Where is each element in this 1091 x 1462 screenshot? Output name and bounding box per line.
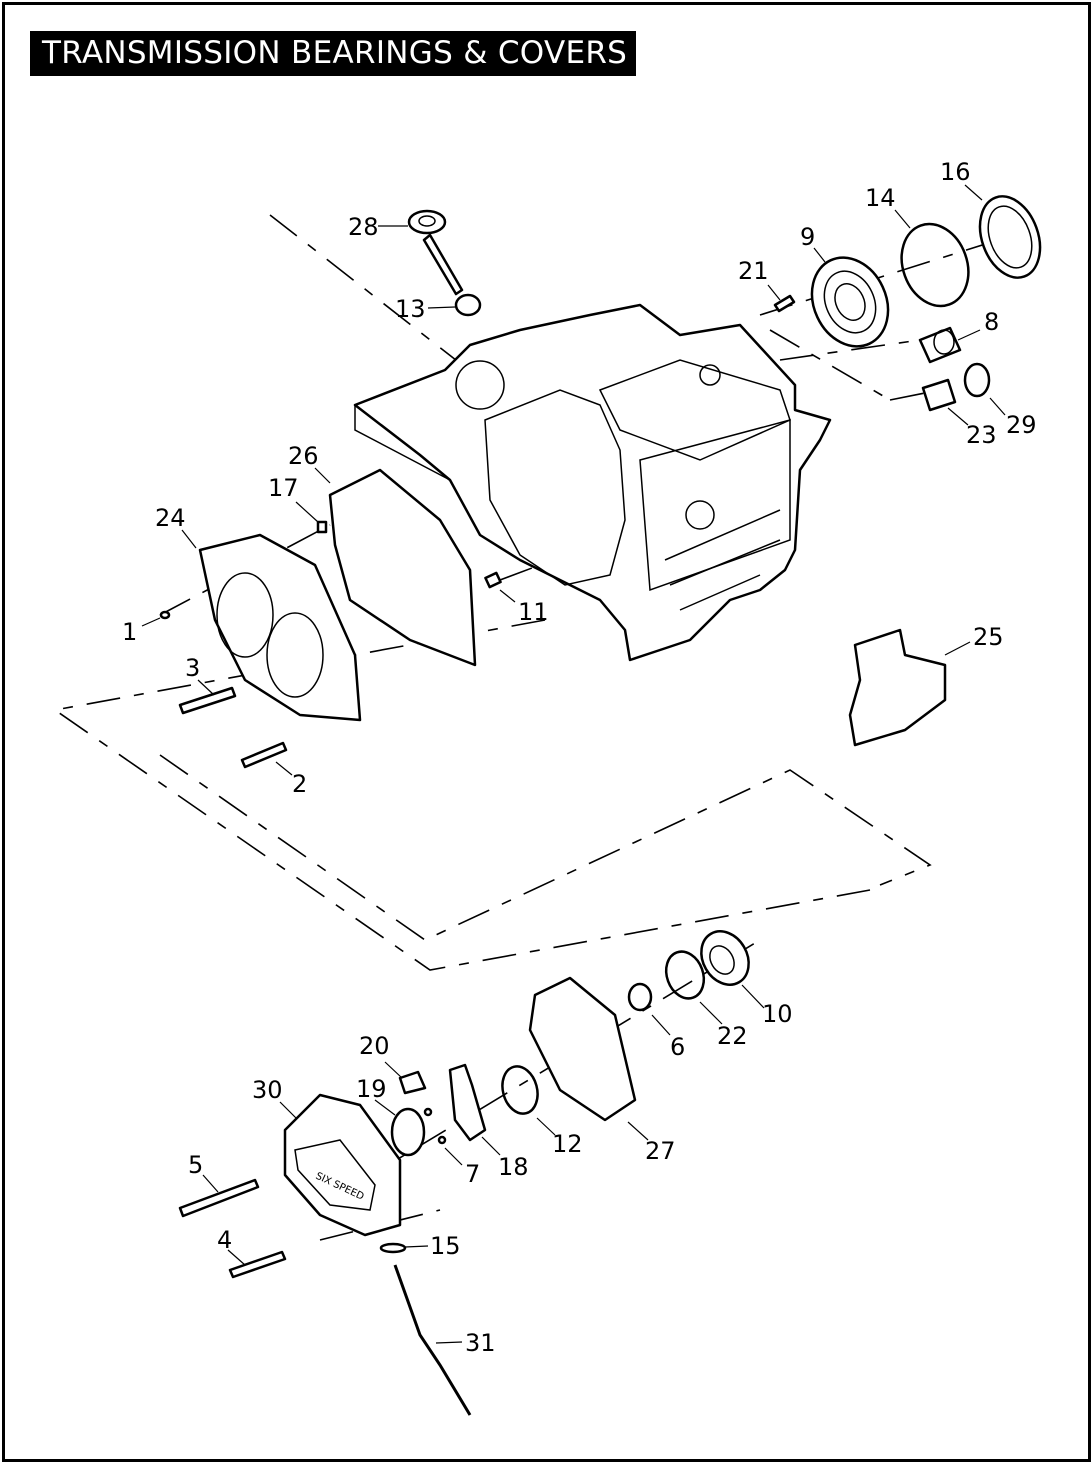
- callout-8: 8: [984, 308, 999, 336]
- callout-27: 27: [645, 1137, 676, 1165]
- callout-9: 9: [800, 223, 815, 251]
- part-8-needle-bearing: [918, 326, 962, 364]
- part-10-bearing: [700, 930, 750, 986]
- callout-15: 15: [430, 1232, 461, 1260]
- leader-lines: [141, 184, 1006, 1344]
- callout-12: 12: [552, 1130, 583, 1158]
- part-30-side-cover: SIX SPEED: [283, 1093, 402, 1237]
- callout-29: 29: [1006, 411, 1037, 439]
- callout-1: 1: [122, 618, 137, 646]
- part-25-gasket: [848, 628, 947, 747]
- part-21-screw: [773, 294, 796, 313]
- callout-24: 24: [155, 504, 186, 532]
- callout-16: 16: [940, 158, 971, 186]
- part-4-bolt: [228, 1250, 287, 1279]
- callout-28: 28: [348, 213, 379, 241]
- part-24-bearing-housing: [198, 533, 362, 722]
- callout-22: 22: [717, 1022, 748, 1050]
- callout-3: 3: [185, 654, 200, 682]
- part-22-retaining-ring: [664, 950, 706, 1000]
- part-11-plug: [484, 571, 502, 589]
- callout-17: 17: [268, 474, 299, 502]
- page-title: TRANSMISSION BEARINGS & COVERS: [30, 31, 636, 76]
- callout-7: 7: [465, 1160, 480, 1188]
- part-27-gasket: [528, 976, 637, 1122]
- callout-5: 5: [188, 1151, 203, 1179]
- part-13-o-ring: [454, 293, 482, 317]
- part-1-dowel: [159, 610, 171, 620]
- part-5-bolt: [178, 1178, 260, 1218]
- part-18-shift-lever: [448, 1063, 487, 1142]
- callout-labels: 1 2 3 4 5 6 7 8 9 10 11 12 13 14 15 16 1…: [122, 158, 1037, 1357]
- part-14-retaining-ring: [900, 222, 970, 308]
- part-20-fitting: [398, 1070, 427, 1095]
- part-15-o-ring: [379, 1242, 407, 1254]
- part-12-retaining-ring: [501, 1065, 539, 1115]
- callout-2: 2: [292, 770, 307, 798]
- part-19-seal: [390, 1107, 426, 1157]
- part-28-dipstick: [407, 209, 464, 296]
- part-9-bearing: [810, 256, 890, 348]
- callout-25: 25: [973, 623, 1004, 651]
- callout-30: 30: [252, 1076, 283, 1104]
- part-17-dowel: [316, 520, 328, 534]
- part-6-nut: [627, 982, 653, 1012]
- part-31-cable: [393, 1264, 472, 1416]
- part-23-bushing: [921, 378, 957, 412]
- part-7-dowels: [423, 1107, 447, 1145]
- part-2-bolt: [240, 741, 288, 769]
- callout-14: 14: [865, 184, 896, 212]
- callout-23: 23: [966, 421, 997, 449]
- callout-26: 26: [288, 442, 319, 470]
- callout-4: 4: [217, 1226, 232, 1254]
- callout-18: 18: [498, 1153, 529, 1181]
- transmission-case: [353, 303, 832, 662]
- callout-6: 6: [670, 1033, 685, 1061]
- part-29-seal: [963, 362, 991, 398]
- callout-19: 19: [356, 1075, 387, 1103]
- part-26-gasket: [328, 468, 477, 667]
- callout-10: 10: [762, 1000, 793, 1028]
- callout-11: 11: [518, 598, 549, 626]
- callout-13: 13: [395, 295, 426, 323]
- callout-20: 20: [359, 1032, 390, 1060]
- part-16-seal: [978, 195, 1042, 279]
- callout-21: 21: [738, 257, 769, 285]
- callout-31: 31: [465, 1329, 496, 1357]
- part-3-bolt: [178, 686, 237, 715]
